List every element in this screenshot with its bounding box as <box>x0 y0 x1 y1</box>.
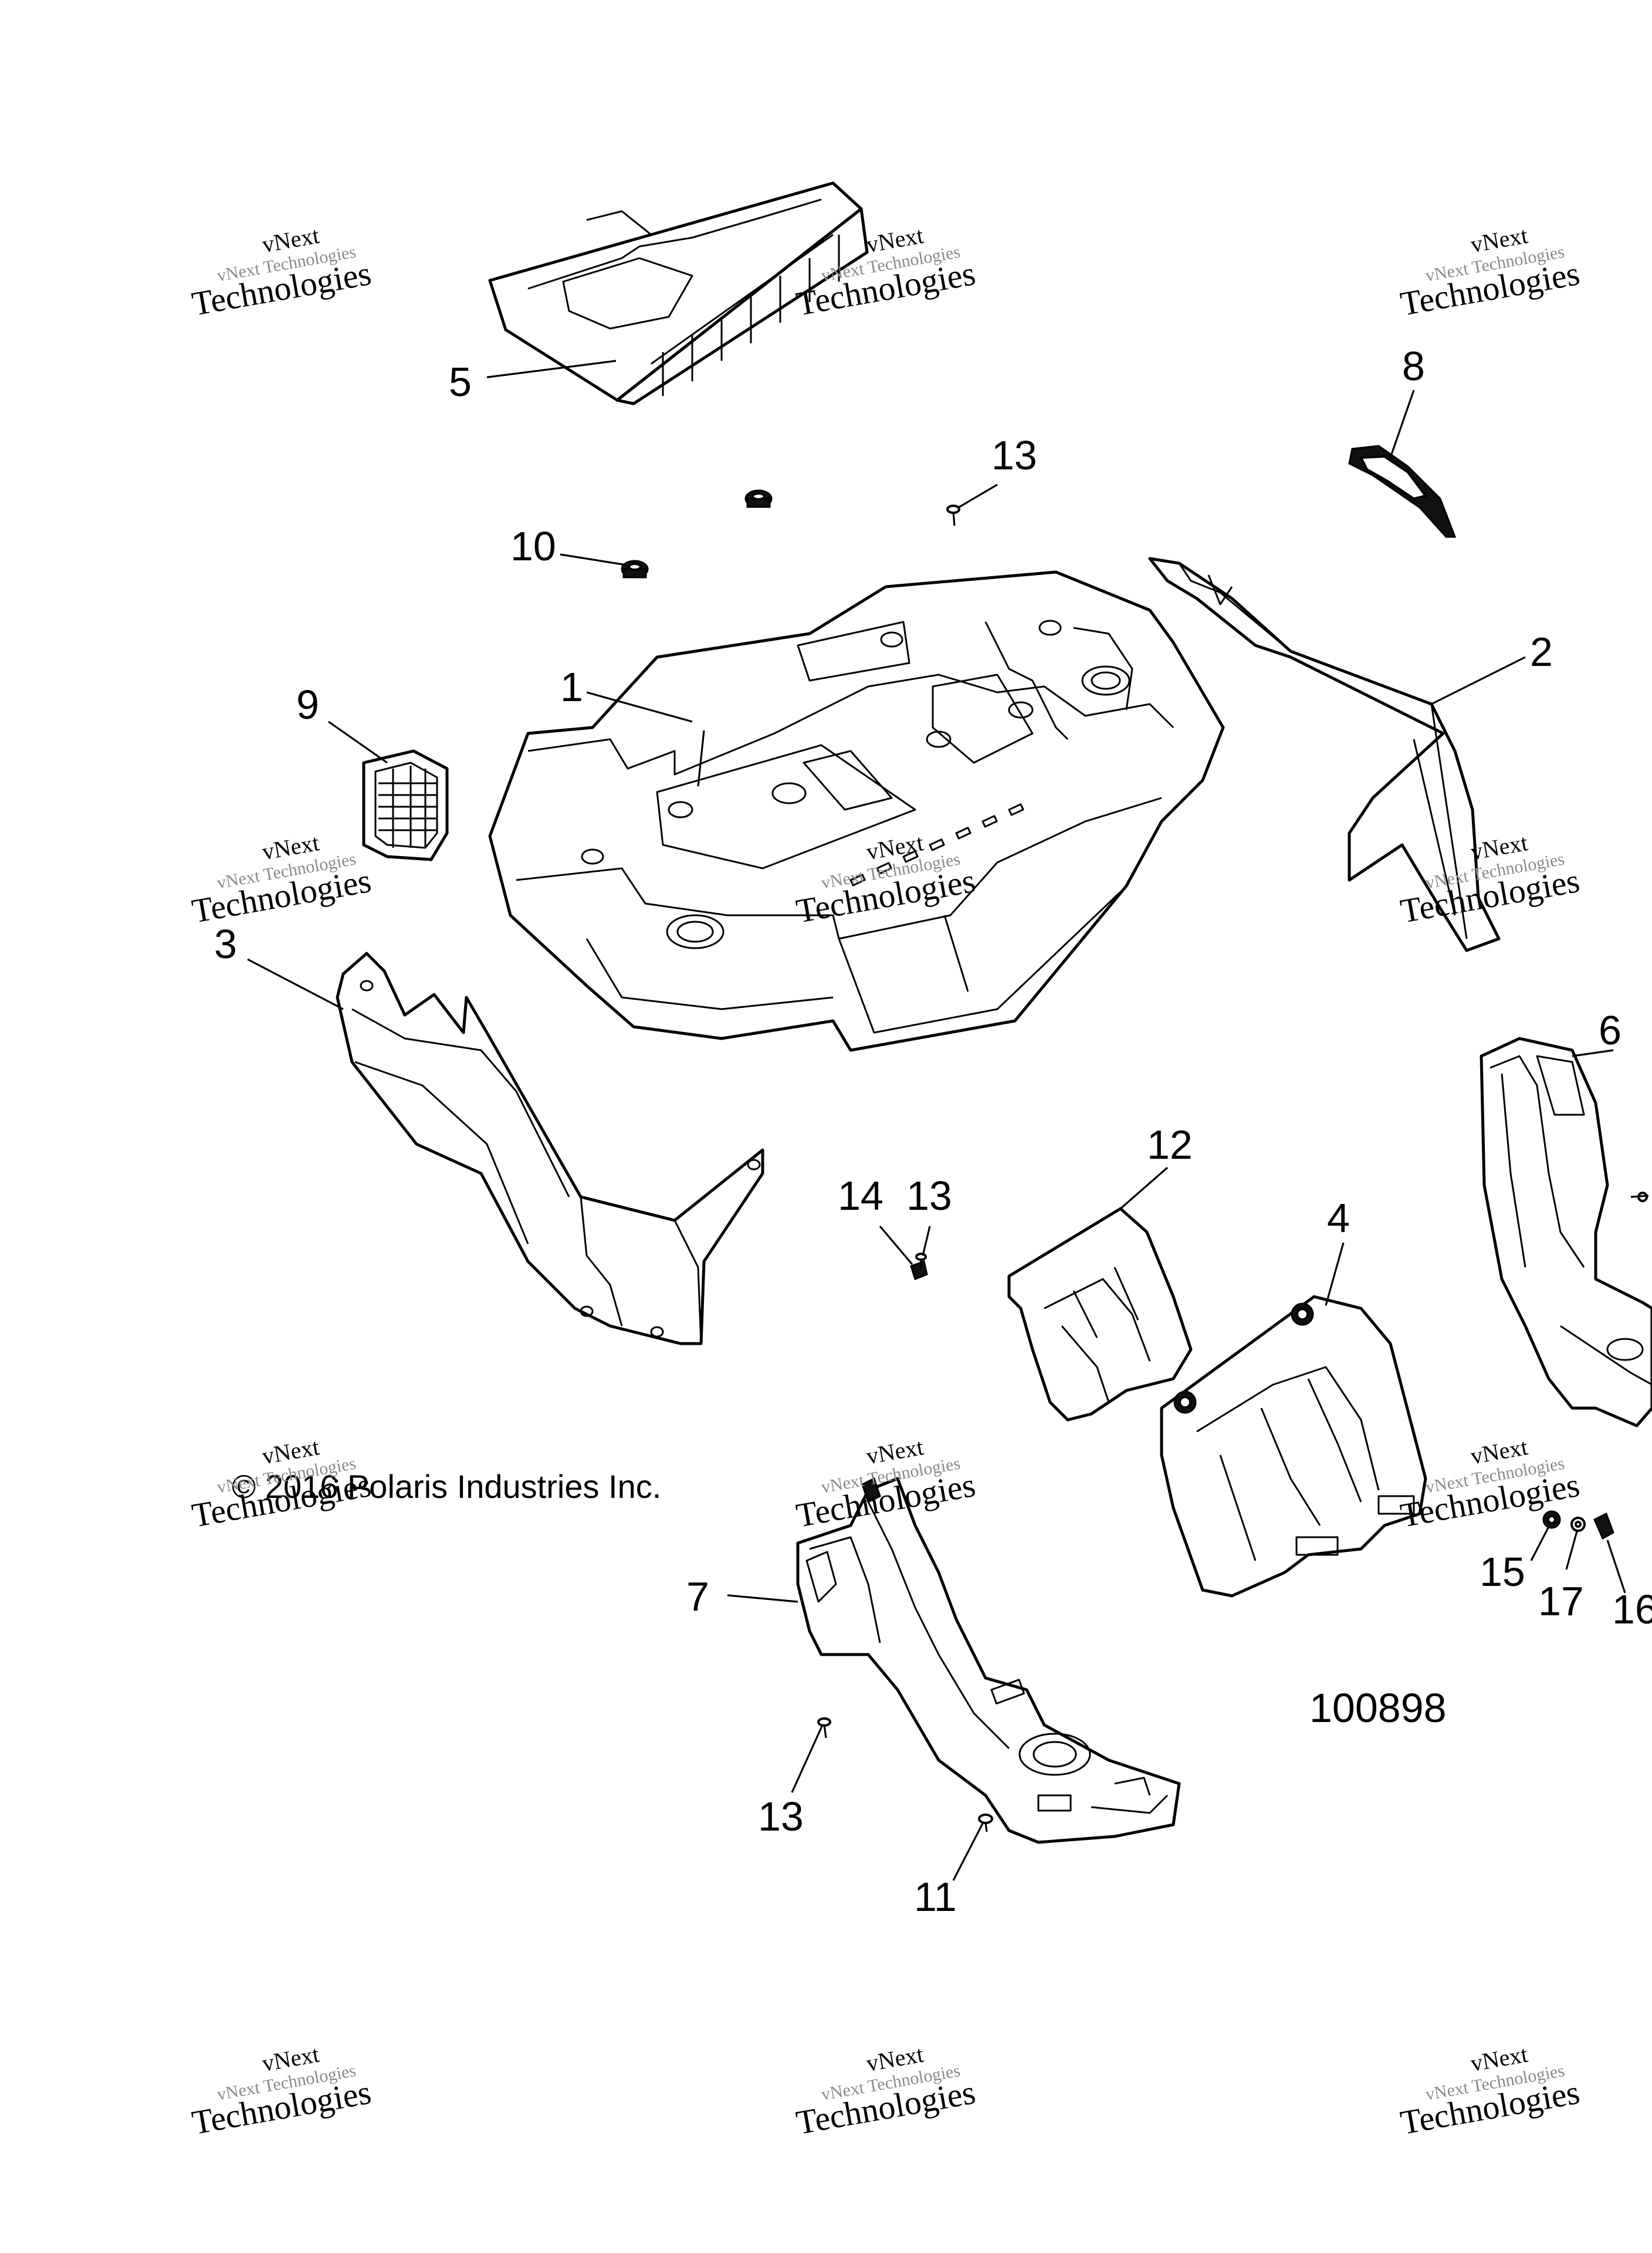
hardware-10-grommet-upper <box>744 489 773 508</box>
watermark: vNext vNext Technologies Technologies <box>189 1433 374 1534</box>
hardware-17-washer <box>1570 1517 1586 1532</box>
callout-13-mid: 13 <box>906 1173 952 1219</box>
callout-14: 14 <box>838 1173 883 1219</box>
part-1-storage-box <box>488 570 1225 1052</box>
part-5-tray <box>488 181 869 405</box>
part-12-liner <box>1007 1207 1193 1422</box>
callout-1: 1 <box>560 664 583 710</box>
callout-16: 16 <box>1612 1586 1652 1632</box>
part-9-grille <box>362 749 449 861</box>
hardware-13-screw-lower <box>817 1717 831 1738</box>
callout-13-top: 13 <box>991 432 1037 478</box>
callout-2: 2 <box>1530 629 1553 675</box>
watermark: vNext vNext Technologies Technologies <box>189 829 374 930</box>
callout-9: 9 <box>296 682 319 728</box>
part-2-side-panel <box>1148 557 1501 952</box>
callout-15: 15 <box>1480 1549 1525 1595</box>
callout-7: 7 <box>686 1574 709 1619</box>
watermark: vNext vNext Technologies Technologies <box>793 829 978 930</box>
callout-labels: 5 13 8 10 2 1 9 3 6 12 14 13 4 7 15 17 1… <box>214 343 1652 1920</box>
slot-row <box>849 803 1024 887</box>
callout-11: 11 <box>914 1874 957 1920</box>
part-6-right-cover <box>1480 1037 1652 1427</box>
hardware-10-grommet <box>621 560 649 579</box>
part-7-lower-cover <box>796 1477 1181 1844</box>
callout-13-lower: 13 <box>758 1794 804 1839</box>
part-8-bracket <box>1348 445 1457 538</box>
watermark: vNext vNext Technologies Technologies <box>189 222 374 323</box>
callout-6: 6 <box>1599 1007 1621 1053</box>
callout-3: 3 <box>214 921 237 967</box>
watermark: vNext vNext Technologies Technologies <box>1397 2041 1582 2142</box>
watermark: vNext vNext Technologies Technologies <box>793 2041 978 2142</box>
callout-17: 17 <box>1538 1578 1584 1624</box>
copyright-notice: © 2016 Polaris Industries Inc. <box>232 1468 661 1505</box>
hardware-14-clip <box>910 1260 928 1280</box>
watermark: vNext vNext Technologies Technologies <box>793 1433 978 1534</box>
callout-12: 12 <box>1147 1122 1193 1168</box>
part-3-left-panel <box>336 952 764 1345</box>
hardware-13-screw-top <box>946 505 960 526</box>
watermark: vNext vNext Technologies Technologies <box>1397 222 1582 323</box>
callout-4: 4 <box>1327 1195 1350 1241</box>
hardware-16-clip <box>1593 1512 1614 1540</box>
figure-number: 100898 <box>1309 1685 1447 1731</box>
leader-lines <box>247 360 1626 1881</box>
watermark: vNext vNext Technologies Technologies <box>793 222 978 323</box>
hardware-11-fastener <box>978 1814 993 1832</box>
callout-10: 10 <box>510 523 556 569</box>
callout-5: 5 <box>449 359 472 405</box>
watermark: vNext vNext Technologies Technologies <box>189 2041 374 2142</box>
hardware-15-nut <box>1542 1510 1561 1529</box>
part-4-storage-bin <box>1160 1295 1427 1598</box>
callout-8: 8 <box>1402 343 1425 389</box>
